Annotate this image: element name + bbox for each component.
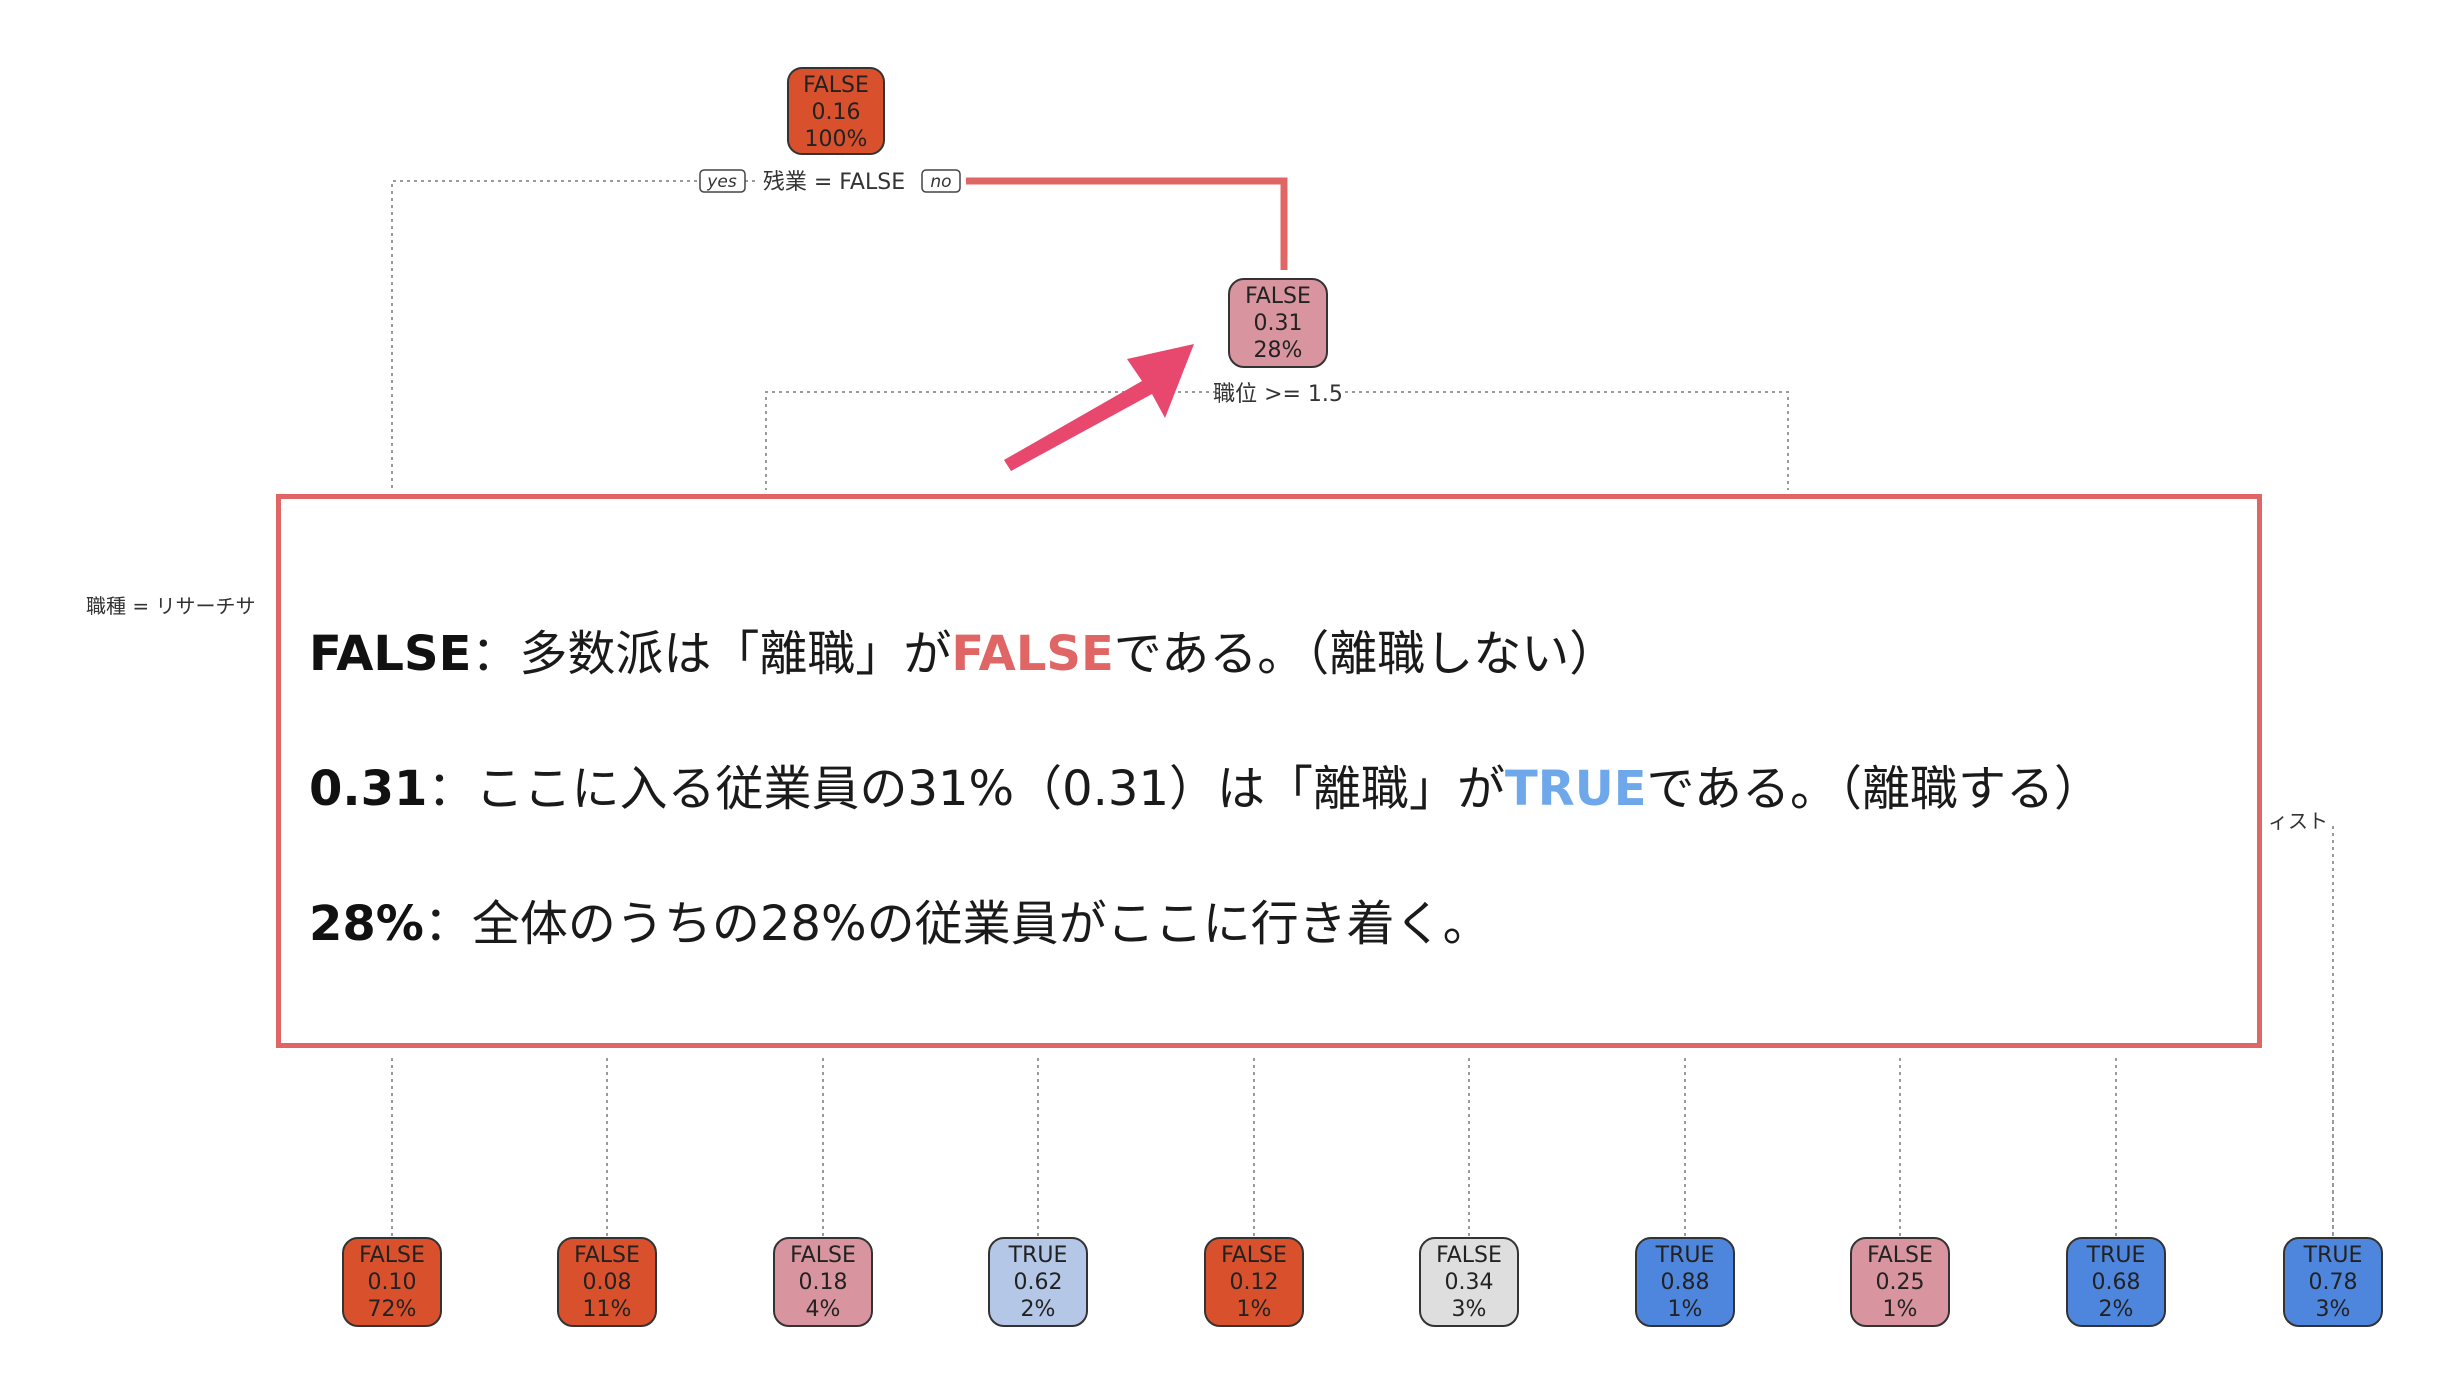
leaf-node: TRUE 0.88 1% [1635,1237,1735,1327]
leaf-node: FALSE 0.12 1% [1204,1237,1304,1327]
leaf-node: TRUE 0.78 3% [2283,1237,2383,1327]
leaf-pct: 11% [583,1297,632,1322]
node2-right-branch [1345,391,1789,490]
leaf-pct: 2% [1021,1297,1056,1322]
node-2: FALSE 0.31 28% [1228,278,1328,368]
explanation-callout: FALSE：多数派は「離職」がFALSEである。（離職しない） 0.31：ここに… [276,494,2262,1048]
leaf-class: TRUE [1655,1243,1715,1268]
leaf-prob: 0.68 [2092,1270,2141,1295]
leaf-class: FALSE [1436,1243,1502,1268]
leaf-class: FALSE [1867,1243,1933,1268]
highlighted-no-branch [966,177,1288,270]
pointer-arrow [1004,344,1194,471]
leaf-pct: 1% [1237,1297,1272,1322]
root-node: FALSE 0.16 100% [787,67,885,155]
leaf-class: FALSE [790,1243,856,1268]
callout-line-class: FALSE：多数派は「離職」がFALSEである。（離職しない） [309,614,1617,684]
line1-pre: ：多数派は「離職」が [471,626,952,682]
leaf-node: FALSE 0.10 72% [342,1237,442,1327]
root-node-pct: 100% [805,127,868,152]
leaf-pct: 72% [368,1297,417,1322]
yes-tag: yes [706,172,737,192]
node-2-split-label: 職位 >= 1.5 [1213,382,1343,407]
leaf-pct: 1% [1883,1297,1918,1322]
term-pct: 28% [309,896,424,952]
node-2-prob: 0.31 [1254,311,1303,336]
node2-left-branch [765,391,1216,490]
root-node-prob: 0.16 [812,100,861,125]
leaf-prob: 0.78 [2309,1270,2358,1295]
line3-text: ：全体のうちの28%の従業員がここに行き着く。 [423,896,1491,952]
leaf-pct: 1% [1668,1297,1703,1322]
leaf-prob: 0.25 [1876,1270,1925,1295]
leaf-class: FALSE [574,1243,640,1268]
term-prob: 0.31 [309,761,428,817]
line2-pre: ：ここに入る従業員の31%（0.31）は「離職」が [427,761,1506,817]
term-false: FALSE [309,626,472,682]
leaf-prob: 0.62 [1014,1270,1063,1295]
left-partial-split-label: 職種 = リサーチサ [86,594,255,618]
callout-line-probability: 0.31：ここに入る従業員の31%（0.31）は「離職」がTRUEである。（離職… [309,749,2102,819]
leaf-pct: 3% [1452,1297,1487,1322]
leaf-class: FALSE [1221,1243,1287,1268]
leaf-nodes: FALSE 0.10 72% FALSE 0.08 11% FALSE 0.18… [342,1237,2383,1327]
node-2-class: FALSE [1245,284,1311,309]
true-highlight: TRUE [1505,761,1647,817]
leaf-node: FALSE 0.25 1% [1850,1237,1950,1327]
leaf-pct: 2% [2099,1297,2134,1322]
line1-post: である。（離職しない） [1113,626,1618,682]
leaf-prob: 0.12 [1230,1270,1279,1295]
leaf-node: FALSE 0.18 4% [773,1237,873,1327]
root-yes-branch [391,180,700,488]
leaf-node: FALSE 0.34 3% [1419,1237,1519,1327]
leaf-class: FALSE [359,1243,425,1268]
callout-line-percentage: 28%：全体のうちの28%の従業員がここに行き着く。 [309,884,1491,954]
leaf-prob: 0.34 [1445,1270,1494,1295]
leaf-connectors [391,1058,2334,1238]
right-partial-split-label: ィスト [2268,809,2328,833]
no-tag: no [930,172,951,192]
leaf-class: TRUE [2086,1243,2146,1268]
leaf-prob: 0.18 [799,1270,848,1295]
leaf-class: TRUE [1008,1243,1068,1268]
leaf-pct: 4% [806,1297,841,1322]
line2-post: である。（離職する） [1646,761,2103,817]
root-split-label: yes 残業 = FALSE no [699,169,961,195]
leaf-node: TRUE 0.62 2% [988,1237,1088,1327]
false-highlight: FALSE [951,626,1114,682]
leaf-node: TRUE 0.68 2% [2066,1237,2166,1327]
root-split-text: 残業 = FALSE [763,170,905,195]
leaf-prob: 0.88 [1661,1270,1710,1295]
leaf-prob: 0.08 [583,1270,632,1295]
root-node-class: FALSE [803,73,869,98]
leaf-class: TRUE [2303,1243,2363,1268]
leaf-node: FALSE 0.08 11% [557,1237,657,1327]
node-2-pct: 28% [1254,338,1303,363]
leaf-prob: 0.10 [368,1270,417,1295]
tree-connectors [391,180,2334,1238]
leaf-pct: 3% [2316,1297,2351,1322]
